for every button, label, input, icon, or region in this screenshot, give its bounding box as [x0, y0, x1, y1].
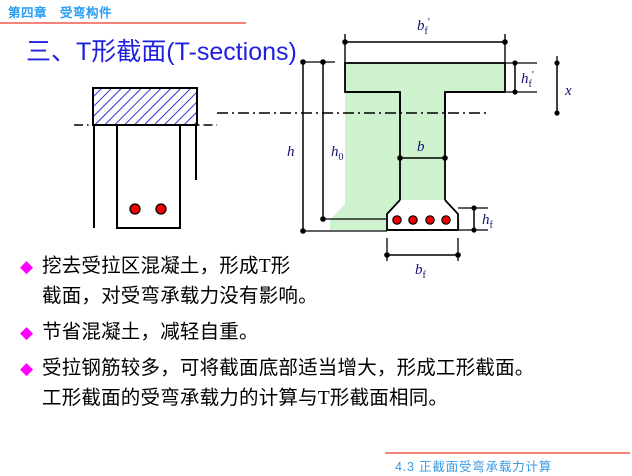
compression-zone-hatched-block: [92, 87, 198, 126]
label-h0-sub: 0: [339, 152, 344, 163]
dimension-tick-dot: [397, 155, 403, 161]
rebar-dot: [425, 215, 435, 225]
label-bf-top-sub: f: [425, 26, 429, 37]
dimension-tick-dot: [471, 227, 477, 233]
bottom-flange-outline: [386, 199, 459, 231]
rebar-dot: [155, 203, 167, 215]
label-x: x: [564, 83, 572, 99]
list-item: ◆ 受拉钢筋较多，可将截面底部适当增大，形成工形截面。 工形截面的受弯承载力的计…: [18, 354, 618, 414]
dimension-tick-dot: [512, 60, 518, 66]
rebar-dot: [129, 203, 141, 215]
list-item-line: 受拉钢筋较多，可将截面底部适当增大，形成工形截面。: [42, 358, 535, 379]
dimension-tick-dot: [342, 39, 348, 45]
label-b: b: [417, 139, 425, 155]
bullet-list: ◆ 挖去受拉区混凝土，形成T形 截面，对受弯承载力没有影响。 ◆ 节省混凝土，减…: [18, 252, 618, 420]
footer-section-label: 4.3 正截面受弯承载力计算: [395, 460, 553, 474]
label-hf-top-base: h: [521, 71, 529, 87]
dimension-tick-dot: [554, 60, 560, 66]
label-bf-bottom-base: b: [415, 262, 423, 278]
label-hf-bottom-sub: f: [490, 220, 494, 231]
list-item-line: 节省混凝土，减轻自重。: [42, 322, 259, 343]
dimension-tick-dot: [502, 39, 508, 45]
list-item-line: 挖去受拉区混凝土，形成T形: [42, 256, 291, 277]
list-item: ◆ 节省混凝土，减轻自重。: [18, 318, 618, 348]
dimension-tick-dot: [554, 110, 560, 116]
rect-to-tee-svg: [74, 87, 217, 229]
label-hf-bottom: hf: [482, 212, 494, 231]
rebar-dot: [441, 215, 451, 225]
label-h0-base: h: [331, 144, 339, 160]
tee-flange-outline-right: [444, 91, 505, 113]
diamond-bullet-icon: ◆: [20, 323, 34, 342]
dimension-tick-dot: [471, 205, 477, 211]
header-divider-rule: [0, 22, 246, 24]
list-item-text: 受拉钢筋较多，可将截面底部适当增大，形成工形截面。 工形截面的受弯承载力的计算与…: [42, 354, 535, 414]
tee-top-flange-fill: [344, 62, 506, 93]
page-title: 三、T形截面(T-sections): [26, 38, 297, 66]
label-hf-top-prime: ': [532, 69, 534, 81]
figure-tee-section-dimensioned: bf' hf': [217, 8, 632, 293]
tee-section-svg: bf' hf': [217, 16, 572, 281]
chapter-header-label: 第四章 受弯构件: [8, 6, 113, 20]
rebar-dot: [392, 215, 402, 225]
tee-section-shape: [330, 63, 505, 230]
list-item-text: 挖去受拉区混凝土，形成T形 截面，对受弯承载力没有影响。: [42, 252, 318, 312]
label-bf-bottom-sub: f: [423, 270, 427, 281]
dimension-tick-dot: [320, 59, 326, 65]
tee-web-fill-upper: [400, 91, 445, 113]
dimension-tick-dot: [442, 155, 448, 161]
label-bf-bottom: bf: [415, 262, 427, 281]
dimension-tick-dot: [384, 252, 390, 258]
tee-web-outline: [116, 125, 181, 229]
diamond-bullet-icon: ◆: [20, 359, 34, 378]
list-item-line: 截面，对受弯承载力没有影响。: [42, 286, 318, 307]
list-item-line: 工形截面的受弯承载力的计算与T形截面相同。: [42, 388, 449, 409]
list-item: ◆ 挖去受拉区混凝土，形成T形 截面，对受弯承载力没有影响。: [18, 252, 618, 312]
label-hf-top-sub: f: [529, 79, 533, 90]
label-hf-top: hf': [521, 69, 534, 90]
label-hf-bottom-base: h: [482, 212, 490, 228]
label-bf-top-prime: ': [428, 16, 430, 28]
dimension-tick-dot: [455, 252, 461, 258]
footer-divider-rule: [385, 452, 630, 454]
list-item-text: 节省混凝土，减轻自重。: [42, 318, 259, 348]
label-h0: h0: [331, 144, 344, 163]
figure-rect-to-tee: [60, 70, 250, 250]
rebar-dot: [408, 215, 418, 225]
label-bf-top: bf': [417, 16, 430, 37]
diamond-bullet-icon: ◆: [20, 257, 34, 276]
label-bf-top-base: b: [417, 18, 425, 34]
dimension-tick-dot: [512, 89, 518, 95]
label-h: h: [287, 144, 295, 160]
